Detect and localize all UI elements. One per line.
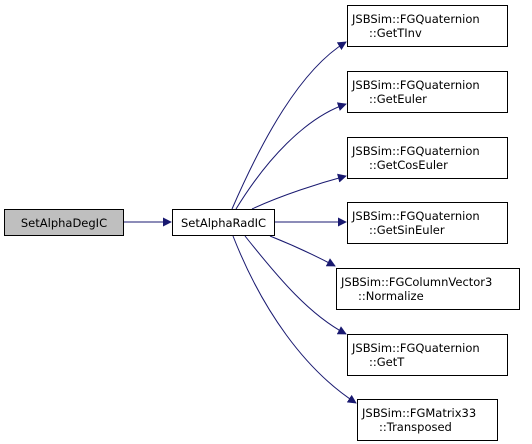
node-transposed[interactable]: JSBSim::FGMatrix33 ::Transposed (357, 399, 498, 441)
edge-rad-to-normalize (269, 235, 336, 267)
node-get-cos-euler[interactable]: JSBSim::FGQuaternion ::GetCosEuler (347, 137, 508, 179)
node-get-sin-euler[interactable]: JSBSim::FGQuaternion ::GetSinEuler (347, 202, 508, 244)
node-get-euler[interactable]: JSBSim::FGQuaternion ::GetEuler (347, 71, 508, 113)
node-label-line1: JSBSim::FGQuaternion (352, 12, 480, 26)
edge-rad-to-get-t (244, 235, 347, 335)
node-label-line1: JSBSim::FGQuaternion (352, 341, 480, 355)
node-label-line1: JSBSim::FGQuaternion (352, 78, 480, 92)
node-label-line2: ::Normalize (358, 289, 424, 303)
node-label-line2: ::GetTInv (369, 26, 422, 40)
node-label-line2: ::GetSinEuler (369, 223, 445, 237)
edge-rad-to-get-euler (235, 102, 347, 210)
node-get-t-inv[interactable]: JSBSim::FGQuaternion ::GetTInv (347, 5, 508, 47)
node-label-line2: ::GetCosEuler (369, 158, 448, 172)
node-label-line1: JSBSim::FGMatrix33 (362, 406, 477, 420)
node-label-line1: JSBSim::FGQuaternion (352, 144, 480, 158)
edge-rad-to-get-cos-euler (251, 173, 347, 210)
node-label-line2: ::GetT (369, 355, 405, 369)
node-normalize[interactable]: JSBSim::FGColumnVector3 ::Normalize (336, 268, 520, 310)
node-label: SetAlphaRadIC (180, 215, 267, 230)
node-set-alpha-rad-ic[interactable]: SetAlphaRadIC (172, 209, 275, 236)
edge-rad-to-transposed (232, 235, 357, 404)
node-label-line2: ::GetEuler (369, 92, 427, 106)
node-set-alpha-deg-ic: SetAlphaDegIC (4, 209, 124, 236)
node-label-line2: ::Transposed (379, 420, 452, 434)
node-label-line1: JSBSim::FGQuaternion (352, 209, 480, 223)
node-get-t[interactable]: JSBSim::FGQuaternion ::GetT (347, 334, 508, 376)
node-label-line1: JSBSim::FGColumnVector3 (341, 275, 493, 289)
edge-rad-to-get-t-inv (231, 41, 347, 210)
node-label: SetAlphaDegIC (20, 215, 108, 230)
